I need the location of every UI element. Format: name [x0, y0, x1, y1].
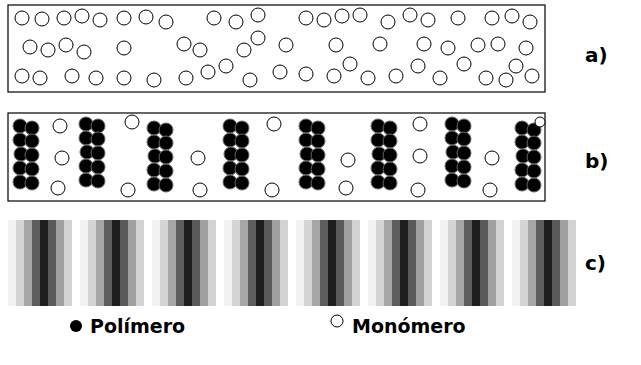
panel-label: c)	[585, 252, 606, 274]
polymer-clusters	[13, 117, 541, 192]
monomer-circles	[15, 8, 539, 87]
monomer-circles	[51, 115, 545, 197]
striped-band	[8, 220, 576, 306]
panel-label: b)	[585, 150, 608, 172]
legend-dot	[70, 320, 82, 332]
legend-text: Monómero	[352, 316, 466, 337]
legend-circle	[331, 315, 343, 327]
legend-text: Polímero	[90, 316, 185, 337]
panel-frame	[8, 5, 545, 92]
panel-label: a)	[585, 44, 608, 66]
panel-frame	[8, 113, 545, 201]
